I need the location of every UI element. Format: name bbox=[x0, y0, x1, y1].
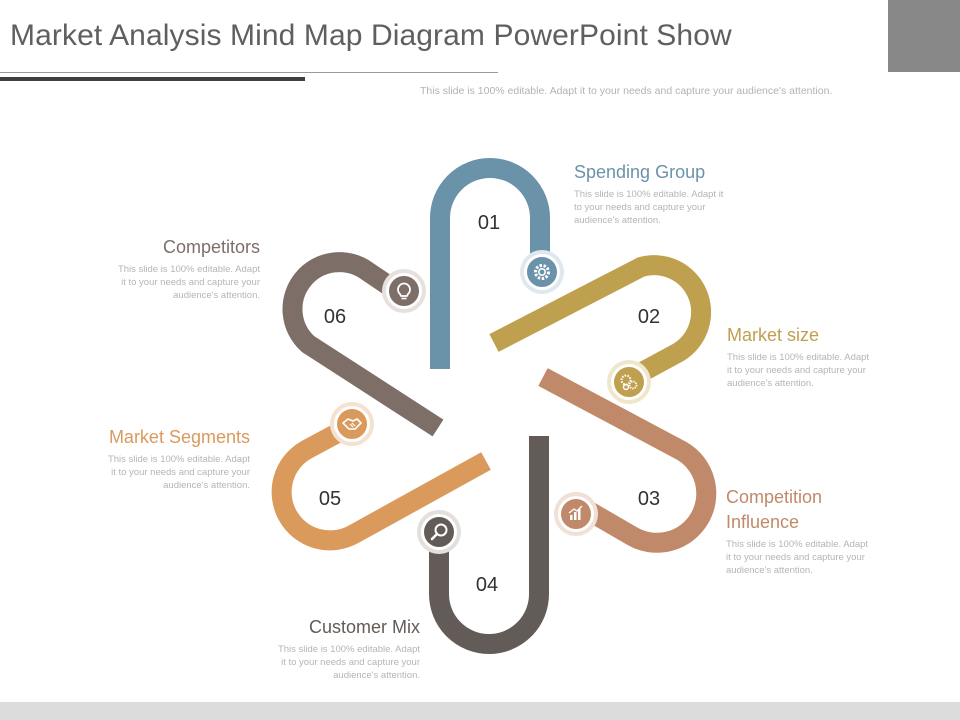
label-description: This slide is 100% editable. Adapt it to… bbox=[220, 643, 420, 682]
label-title: Customer Mix bbox=[308, 617, 420, 637]
description-line: This slide is 100% editable. Adapt bbox=[117, 264, 260, 275]
label-market-segments: Market Segments This slide is 100% edita… bbox=[50, 425, 250, 492]
description-line: it to your needs and capture your bbox=[727, 365, 866, 376]
label-title: Competitors bbox=[162, 237, 260, 257]
description-line: it to your needs and capture your bbox=[121, 277, 260, 288]
description-line: it to your needs and capture your bbox=[111, 467, 250, 478]
slide-subtitle: This slide is 100% editable. Adapt it to… bbox=[420, 85, 833, 97]
magnifier-icon bbox=[417, 510, 461, 554]
handshake-icon bbox=[330, 402, 374, 446]
title-rule-thick bbox=[0, 77, 305, 81]
description-line: audience's attention. bbox=[727, 378, 814, 389]
bar-chart-icon bbox=[554, 492, 598, 536]
label-description: This slide is 100% editable. Adapt it to… bbox=[50, 453, 250, 492]
slide-title: Market Analysis Mind Map Diagram PowerPo… bbox=[10, 19, 732, 52]
label-competition-influence: Competition Influence This slide is 100%… bbox=[726, 485, 926, 577]
corner-block bbox=[888, 0, 960, 72]
petal-02 bbox=[489, 255, 712, 386]
petal-06 bbox=[282, 252, 444, 437]
label-title: Market Segments bbox=[108, 427, 250, 447]
petal-number-06: 06 bbox=[324, 306, 346, 328]
petal-number-02: 02 bbox=[638, 306, 660, 328]
label-description: This slide is 100% editable. Adapt it to… bbox=[60, 263, 260, 302]
label-customer-mix: Customer Mix This slide is 100% editable… bbox=[220, 615, 420, 682]
description-line: audience's attention. bbox=[333, 670, 420, 681]
description-line: audience's attention. bbox=[726, 565, 813, 576]
description-line: This slide is 100% editable. Adapt bbox=[727, 352, 870, 363]
petal-number-03: 03 bbox=[638, 488, 660, 510]
label-description: This slide is 100% editable. Adapt it to… bbox=[727, 351, 927, 390]
petal-03 bbox=[538, 368, 717, 553]
label-competitors: Competitors This slide is 100% editable.… bbox=[60, 235, 260, 302]
label-title: Spending Group bbox=[574, 162, 706, 182]
label-title: Competition Influence bbox=[726, 485, 926, 535]
petal-05 bbox=[271, 420, 491, 551]
description-line: audience's attention. bbox=[173, 290, 260, 301]
gears-icon bbox=[607, 360, 651, 404]
title-rule-thin bbox=[0, 72, 498, 73]
label-market-size: Market size This slide is 100% editable.… bbox=[727, 323, 927, 390]
label-title: Market size bbox=[727, 325, 820, 345]
description-line: audience's attention. bbox=[163, 480, 250, 491]
description-line: audience's attention. bbox=[574, 215, 661, 226]
bottom-bar bbox=[0, 702, 960, 720]
label-title-line: Influence bbox=[726, 512, 800, 532]
description-line: This slide is 100% editable. Adapt it bbox=[574, 189, 724, 200]
lightbulb-icon bbox=[382, 269, 426, 313]
label-spending-group: Spending Group This slide is 100% editab… bbox=[574, 160, 774, 227]
label-description: This slide is 100% editable. Adapt it to… bbox=[574, 188, 774, 227]
label-description: This slide is 100% editable. Adapt it to… bbox=[726, 538, 926, 577]
description-line: This slide is 100% editable. Adapt bbox=[107, 454, 250, 465]
gear-icon bbox=[520, 250, 564, 294]
label-title-line: Competition bbox=[726, 487, 823, 507]
description-line: This slide is 100% editable. Adapt bbox=[277, 644, 420, 655]
description-line: it to your needs and capture your bbox=[281, 657, 420, 668]
description-line: This slide is 100% editable. Adapt bbox=[726, 539, 869, 550]
description-line: to your needs and capture your bbox=[574, 202, 706, 213]
petal-01 bbox=[430, 158, 550, 369]
petal-number-01: 01 bbox=[478, 212, 500, 234]
description-line: it to your needs and capture your bbox=[726, 552, 865, 563]
petal-number-05: 05 bbox=[319, 488, 341, 510]
petal-04 bbox=[429, 436, 549, 654]
petal-number-04: 04 bbox=[476, 574, 498, 596]
